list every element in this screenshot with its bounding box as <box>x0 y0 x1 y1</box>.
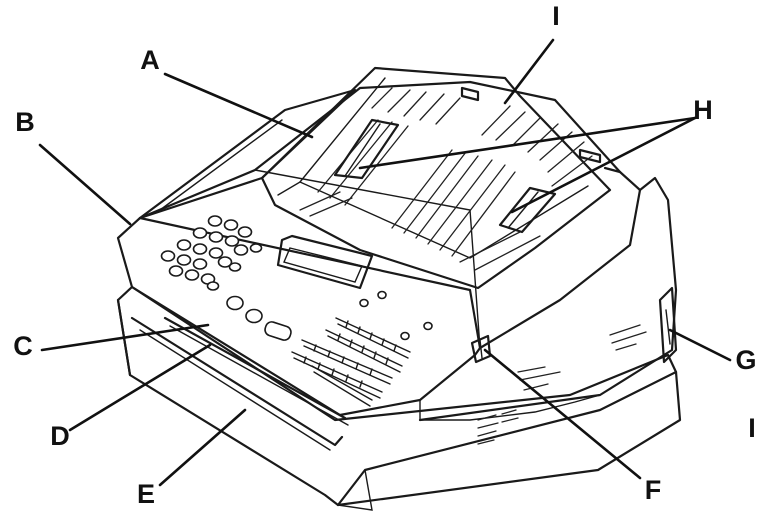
label-a: A <box>140 45 160 75</box>
document-guide-left <box>333 118 400 180</box>
function-buttons <box>226 290 433 341</box>
machine-body <box>116 80 682 511</box>
label-i-right: I <box>748 413 756 443</box>
one-touch-keys <box>291 317 411 407</box>
document-guide-right <box>498 186 557 234</box>
label-i-top: I <box>552 1 560 31</box>
side-connector <box>658 286 678 364</box>
leader-lines <box>38 38 732 487</box>
label-c: C <box>13 331 33 361</box>
side-components <box>470 286 678 364</box>
side-switch <box>470 334 492 364</box>
label-d: D <box>50 421 70 451</box>
lcd-display <box>276 234 374 290</box>
label-b: B <box>15 107 35 137</box>
control-panel <box>160 215 433 407</box>
numeric-keypad <box>160 215 263 291</box>
callout-labels: A B C D E F G H I I <box>13 1 756 509</box>
label-f: F <box>645 475 662 505</box>
label-g: G <box>735 345 756 375</box>
label-e: E <box>137 479 155 509</box>
label-h: H <box>693 95 713 125</box>
